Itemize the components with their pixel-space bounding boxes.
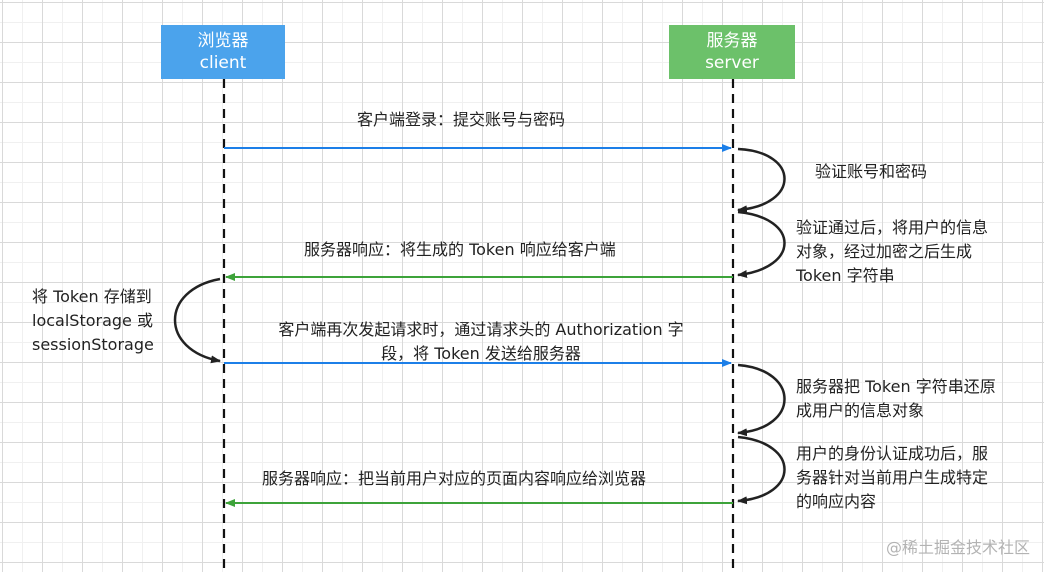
auth-request-label-line2: 段，将 Token 发送给服务器 (381, 344, 581, 363)
respond-self-arrow (737, 435, 786, 505)
store-note: 将 Token 存储到 localStorage 或 sessionStorag… (32, 285, 154, 357)
verify-self-arrow (737, 147, 786, 214)
verify-note: 验证账号和密码 (815, 162, 928, 181)
server-actor-box (669, 25, 795, 79)
store-note-line2: localStorage 或 (32, 311, 153, 330)
respond-note-line3: 的响应内容 (796, 492, 877, 511)
login-message-label: 客户端登录：提交账号与密码 (357, 110, 566, 129)
restore-self-arrow (737, 363, 786, 437)
server-actor: 服务器 server (669, 25, 795, 79)
auth-request-label: 客户端再次发起请求时，通过请求头的 Authorization 字 段，将 To… (246, 318, 716, 366)
generate-self-arrow (737, 210, 786, 278)
content-response-label: 服务器响应：把当前用户对应的页面内容响应给浏览器 (262, 469, 647, 488)
token-response-label: 服务器响应：将生成的 Token 响应给客户端 (304, 240, 616, 259)
respond-note-line1: 用户的身份认证成功后，服 (796, 444, 989, 463)
restore-note-line1: 服务器把 Token 字符串还原 (796, 377, 996, 396)
generate-note-line1: 验证通过后，将用户的信息 (796, 218, 989, 237)
client-actor-name: 浏览器 (197, 31, 249, 51)
watermark: @稀土掘金技术社区 (885, 538, 1030, 557)
client-actor-box (161, 25, 285, 79)
respond-note: 用户的身份认证成功后，服 务器针对当前用户生成特定 的响应内容 (796, 442, 988, 514)
client-actor-sub: client (199, 53, 247, 73)
generate-note-line2: 对象，经过加密之后生成 (796, 242, 973, 261)
store-self-arrow (173, 277, 221, 364)
store-note-line1: 将 Token 存储到 (32, 287, 152, 306)
generate-note-line3: Token 字符串 (796, 266, 895, 285)
auth-request-label-line1: 客户端再次发起请求时，通过请求头的 Authorization 字 (278, 320, 684, 339)
generate-note: 验证通过后，将用户的信息 对象，经过加密之后生成 Token 字符串 (796, 216, 988, 288)
store-note-line3: sessionStorage (32, 335, 154, 354)
server-actor-name: 服务器 (706, 31, 758, 51)
client-actor: 浏览器 client (161, 25, 285, 79)
server-actor-sub: server (705, 53, 759, 73)
restore-note-line2: 成用户的信息对象 (796, 401, 925, 420)
restore-note: 服务器把 Token 字符串还原 成用户的信息对象 (796, 375, 996, 423)
respond-note-line2: 务器针对当前用户生成特定 (796, 468, 989, 487)
